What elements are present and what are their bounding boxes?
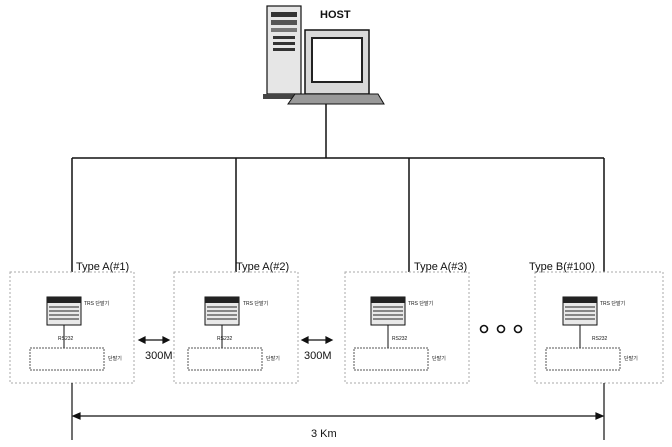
device-label-1: 단말기 (108, 355, 122, 362)
ellipsis-dots (481, 326, 522, 333)
trs-terminal-label-1: TRS 단말기 (84, 300, 109, 307)
device-label-3: 단말기 (432, 355, 446, 362)
host-monitor (288, 30, 384, 104)
trs-terminal-icon (47, 297, 81, 325)
device-label-2: 단말기 (266, 355, 280, 362)
device-box (354, 348, 428, 370)
network-lines (72, 104, 604, 272)
host-label: HOST (320, 9, 351, 21)
rs232-label-4: RS232 (592, 336, 607, 342)
node-type-label-3: Type A(#3) (414, 261, 467, 273)
trs-terminal-icon (371, 297, 405, 325)
device-box (188, 348, 262, 370)
device-box (546, 348, 620, 370)
trs-terminal-label-2: TRS 단말기 (243, 300, 268, 307)
node-type-label-4: Type B(#100) (529, 261, 595, 273)
distance-arrow-1 (139, 337, 169, 343)
trs-terminal-icon (205, 297, 239, 325)
rs232-label-3: RS232 (392, 336, 407, 342)
node-frame (174, 272, 298, 383)
rs232-label-1: RS232 (58, 336, 73, 342)
node-frame (535, 272, 663, 383)
trs-terminal-icon (563, 297, 597, 325)
node-group-3 (345, 272, 469, 383)
node-frame (345, 272, 469, 383)
distance-arrow-2 (302, 337, 332, 343)
rs232-label-2: RS232 (217, 336, 232, 342)
device-box (30, 348, 104, 370)
node-group-1 (10, 272, 134, 383)
node-type-label-1: Type A(#1) (76, 261, 129, 273)
node-frame (10, 272, 134, 383)
trs-terminal-label-3: TRS 단말기 (408, 300, 433, 307)
total-span-dimension (72, 383, 604, 440)
total-distance-label: 3 Km (311, 428, 337, 440)
node-group-2 (174, 272, 298, 383)
node-type-label-2: Type A(#2) (236, 261, 289, 273)
distance-label-2: 300M (304, 350, 332, 362)
host-tower (263, 6, 305, 99)
node-group-4 (535, 272, 663, 383)
trs-terminal-label-4: TRS 단말기 (600, 300, 625, 307)
distance-label-1: 300M (145, 350, 173, 362)
device-label-4: 단말기 (624, 355, 638, 362)
